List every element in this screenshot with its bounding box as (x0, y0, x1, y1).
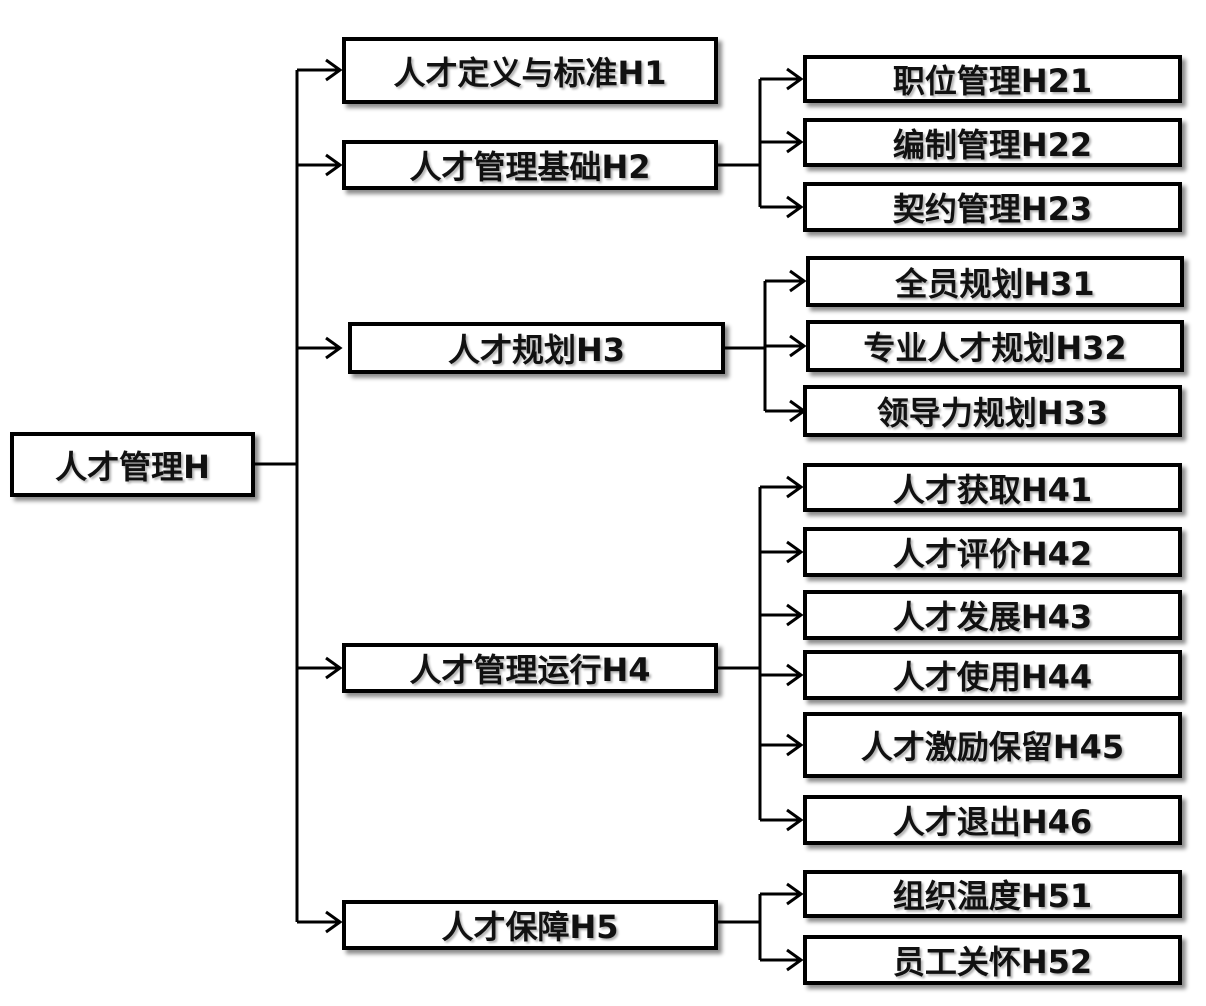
node-h44: 人才使用H44 (803, 650, 1182, 700)
node-h21: 职位管理H21 (803, 55, 1182, 103)
node-h32: 专业人才规划H32 (806, 320, 1184, 372)
arrowhead-icon (789, 334, 807, 358)
arrowhead-icon (786, 663, 804, 687)
node-h43: 人才发展H43 (803, 590, 1182, 640)
arrowhead-icon (786, 603, 804, 627)
node-h1: 人才定义与标准H1 (342, 37, 718, 104)
node-h46: 人才退出H46 (803, 795, 1182, 845)
node-h42: 人才评价H42 (803, 527, 1182, 577)
node-h23: 契约管理H23 (803, 182, 1182, 232)
arrowhead-icon (325, 910, 343, 934)
arrowhead-icon (786, 67, 804, 91)
arrowhead-icon (325, 153, 343, 177)
arrowhead-icon (786, 808, 804, 832)
arrowhead-icon (786, 948, 804, 972)
node-h51: 组织温度H51 (803, 870, 1182, 918)
node-h5: 人才保障H5 (342, 900, 718, 950)
node-h2: 人才管理基础H2 (342, 140, 718, 190)
node-h45: 人才激励保留H45 (803, 712, 1182, 778)
arrowhead-icon (786, 195, 804, 219)
arrowhead-icon (325, 336, 343, 360)
arrowhead-icon (786, 475, 804, 499)
arrowhead-icon (786, 733, 804, 757)
arrowhead-icon (325, 58, 343, 82)
arrowhead-icon (325, 656, 343, 680)
node-h22: 编制管理H22 (803, 118, 1182, 167)
node-h33: 领导力规划H33 (803, 385, 1182, 437)
arrowhead-icon (789, 269, 807, 293)
arrowhead-icon (786, 882, 804, 906)
root-node: 人才管理H (10, 432, 255, 497)
node-h52: 员工关怀H52 (803, 935, 1182, 985)
node-h4: 人才管理运行H4 (342, 643, 718, 693)
arrowhead-icon (786, 540, 804, 564)
arrowhead-icon (786, 130, 804, 154)
node-h31: 全员规划H31 (806, 256, 1184, 307)
node-h3: 人才规划H3 (348, 322, 725, 374)
node-h41: 人才获取H41 (803, 463, 1182, 512)
